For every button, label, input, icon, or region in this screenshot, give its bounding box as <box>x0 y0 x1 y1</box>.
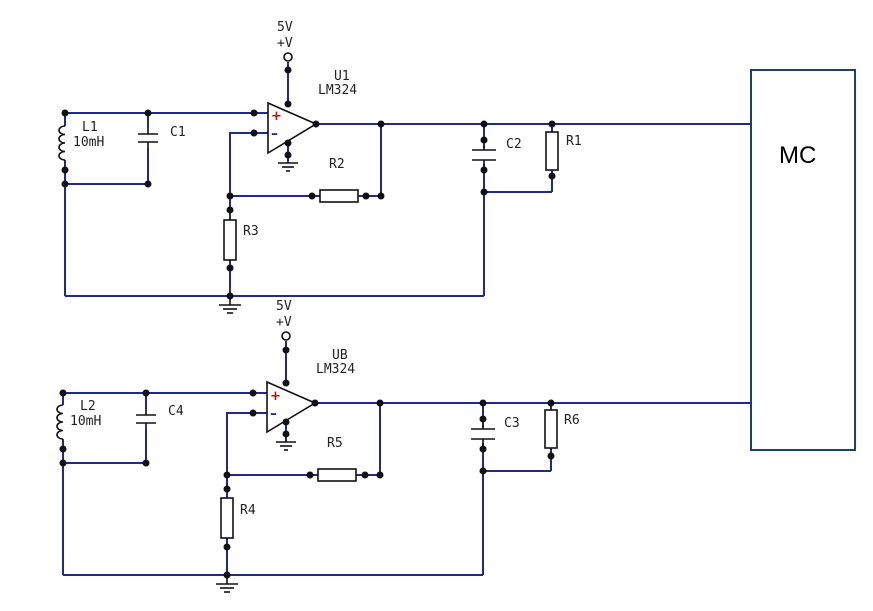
inductor-l2 <box>56 404 64 440</box>
resistor-r6 <box>544 409 558 449</box>
resistor-r3 <box>223 219 237 261</box>
opamp-ground-2 <box>276 441 296 451</box>
stage-1-supply-voltage: 5V <box>277 20 293 35</box>
stage-1-junctions <box>61 66 556 300</box>
stage-2-supply-voltage: 5V <box>276 299 292 314</box>
capacitor-c1-label: C1 <box>170 125 186 140</box>
stage-2-supply-rail: +V <box>276 315 292 330</box>
capacitor-c1 <box>138 128 158 148</box>
stage-1: + – <box>58 20 751 314</box>
stage-2-junctions <box>59 346 555 579</box>
stage-1-supply-rail: +V <box>277 36 293 51</box>
stage-1-wires <box>64 62 751 300</box>
resistor-r1-label: R1 <box>566 134 582 149</box>
svg-text:–: – <box>270 406 277 422</box>
resistor-r5 <box>317 468 357 482</box>
opamp-ground-1 <box>278 162 298 172</box>
opamp-u1-part: LM324 <box>318 83 357 98</box>
resistor-r4-label: R4 <box>240 503 256 518</box>
capacitor-c2 <box>472 146 496 166</box>
resistor-r4 <box>220 497 234 539</box>
opamp-ub-ref: UB <box>332 348 348 363</box>
ground-symbol-2 <box>216 579 238 593</box>
opamp-ub: + – <box>266 380 317 434</box>
capacitor-c2-label: C2 <box>506 137 522 152</box>
opamp-ub-part: LM324 <box>316 362 355 377</box>
inductor-l1-value: 10mH <box>73 135 104 150</box>
capacitor-c3-label: C3 <box>504 416 520 431</box>
inductor-l1 <box>58 125 66 161</box>
stage-2: + – <box>56 299 751 593</box>
stage-2-wires <box>62 341 751 579</box>
resistor-r2 <box>319 189 359 203</box>
supply-terminal-1 <box>283 52 293 62</box>
svg-text:+: + <box>270 389 281 404</box>
ground-symbol-1 <box>219 300 241 314</box>
capacitor-c4 <box>136 409 156 429</box>
resistor-r6-label: R6 <box>564 413 580 428</box>
resistor-r2-label: R2 <box>329 157 345 172</box>
capacitor-c3 <box>471 425 495 445</box>
mc-block: MC <box>750 69 856 451</box>
resistor-r3-label: R3 <box>243 224 259 239</box>
mc-label: MC <box>779 142 816 169</box>
svg-text:+: + <box>271 109 282 124</box>
supply-terminal-2 <box>281 331 291 341</box>
opamp-u1: + – <box>267 101 318 155</box>
inductor-l2-ref: L2 <box>80 399 96 414</box>
opamp-u1-ref: U1 <box>334 69 350 84</box>
inductor-l1-ref: L1 <box>82 120 98 135</box>
resistor-r1 <box>545 131 559 171</box>
svg-text:–: – <box>271 126 278 142</box>
resistor-r5-label: R5 <box>327 436 343 451</box>
capacitor-c4-label: C4 <box>168 404 184 419</box>
inductor-l2-value: 10mH <box>70 414 101 429</box>
